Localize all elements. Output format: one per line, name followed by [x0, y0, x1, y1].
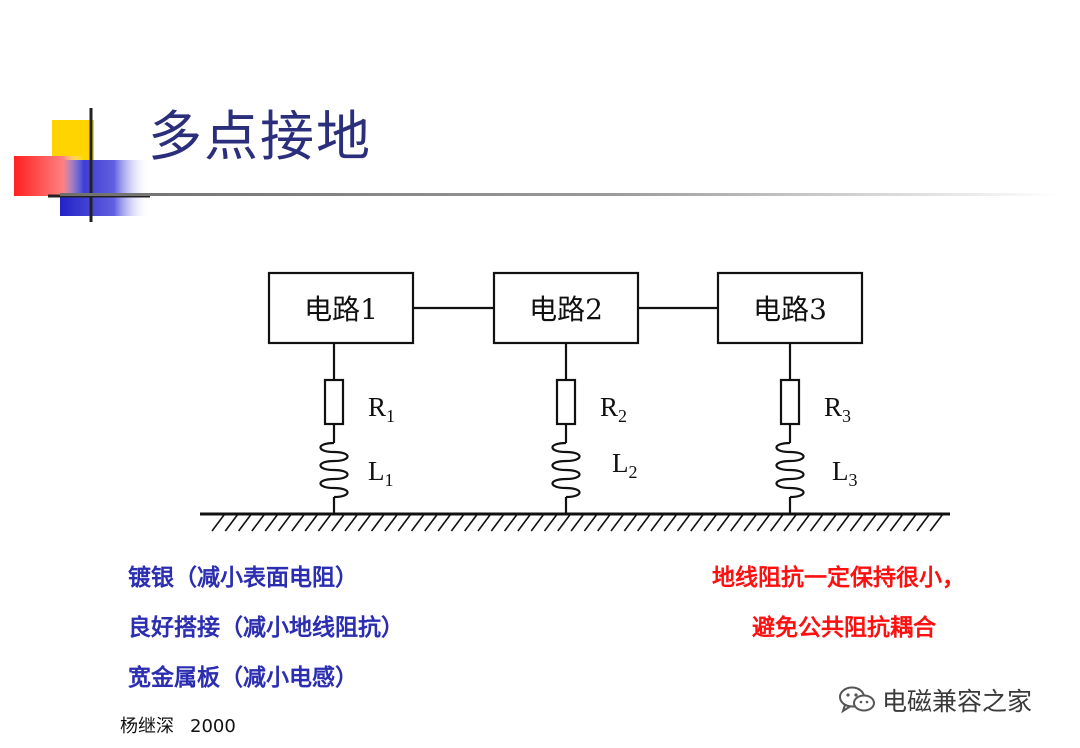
hatch-mark [769, 514, 784, 532]
hatch-mark [291, 514, 305, 532]
yellow-square [52, 120, 94, 160]
author-year: 2000 [190, 716, 236, 737]
circuit-label-2: 电路2 [529, 293, 603, 326]
hatch-mark [783, 514, 797, 532]
hatch-mark [929, 514, 943, 532]
resistor-label-3: R3 [824, 392, 852, 426]
resistor-label-1: R1 [368, 392, 396, 426]
inductor-2 [551, 441, 581, 499]
ground-hatching [211, 514, 943, 532]
title-divider [60, 193, 1060, 196]
hatch-mark [384, 514, 398, 532]
author-name: 杨继深 [120, 716, 174, 737]
hatch-mark [477, 514, 491, 532]
hatch-mark [876, 514, 890, 532]
hatch-mark [543, 514, 558, 532]
branch-2 [551, 343, 581, 514]
inductor-label-2: L2 [612, 448, 638, 482]
hatch-mark [823, 514, 837, 532]
hatch-mark [623, 514, 637, 532]
note-low-ground-impedance: 地线阻抗一定保持很小， [712, 565, 965, 591]
hatch-mark [889, 514, 903, 532]
hatch-mark [690, 514, 704, 532]
slide-title: 多点接地 [148, 105, 372, 168]
hatch-mark [583, 514, 598, 532]
corner-decoration [14, 108, 150, 222]
hatch-mark [464, 514, 478, 532]
hatch-mark [450, 514, 465, 532]
hatch-mark [849, 514, 864, 532]
watermark: 电磁兼容之家 [838, 682, 1032, 718]
watermark-text: 电磁兼容之家 [882, 687, 1033, 716]
hatch-mark [277, 514, 292, 532]
hatch-mark [597, 514, 611, 532]
resistor-2 [555, 378, 577, 426]
wechat-icon [839, 686, 875, 714]
hatch-mark [676, 514, 691, 532]
hatch-mark [211, 514, 225, 532]
hatch-mark [863, 514, 877, 532]
inductor-label-1: L1 [368, 456, 394, 490]
hatch-mark [424, 514, 438, 532]
hatch-mark [730, 514, 744, 532]
hatch-mark [410, 514, 425, 532]
inductor-label-3: L3 [832, 456, 858, 490]
hatch-mark [370, 514, 385, 532]
note-avoid-common-impedance: 避免公共阻抗耦合 [752, 615, 936, 641]
note-good-bonding: 良好搭接（减小地线阻抗） [128, 615, 404, 641]
hatch-mark [251, 514, 265, 532]
hatch-mark [796, 514, 810, 532]
hatch-mark [610, 514, 624, 532]
hatch-mark [224, 514, 238, 532]
hatch-mark [809, 514, 824, 532]
hatch-mark [317, 514, 332, 532]
circuit-label-1: 电路1 [304, 293, 378, 326]
resistor-label-2: R2 [600, 392, 628, 426]
red-square [14, 156, 84, 196]
hatch-mark [344, 514, 358, 532]
circuit-box-1 [267, 271, 415, 345]
hatch-mark [636, 514, 651, 532]
hatch-mark [663, 514, 677, 532]
hatch-mark [304, 514, 318, 532]
hatch-mark [916, 514, 930, 532]
resistor-1 [323, 378, 345, 426]
hatch-mark [743, 514, 757, 532]
hatch-mark [517, 514, 531, 532]
hatch-mark [503, 514, 518, 532]
hatch-mark [703, 514, 717, 532]
note-silver-plating: 镀银（减小表面电阻） [128, 565, 358, 591]
hatch-mark [716, 514, 731, 532]
hatch-mark [836, 514, 850, 532]
hatch-mark [902, 514, 917, 532]
branch-3 [775, 343, 805, 514]
hatch-mark [397, 514, 411, 532]
resistor-3 [779, 378, 801, 426]
hatch-mark [490, 514, 504, 532]
hatch-mark [530, 514, 544, 532]
inductor-3 [775, 441, 805, 499]
note-wide-metal-plate: 宽金属板（减小电感） [128, 665, 358, 691]
hatch-mark [331, 514, 345, 532]
hatch-mark [237, 514, 252, 532]
circuit-label-3: 电路3 [753, 293, 827, 326]
hatch-mark [557, 514, 571, 532]
hatch-mark [264, 514, 278, 532]
hatch-mark [756, 514, 770, 532]
hatch-mark [650, 514, 664, 532]
branch-1 [319, 343, 349, 514]
hatch-mark [357, 514, 371, 532]
hatch-mark [437, 514, 451, 532]
multipoint-ground-diagram [200, 271, 950, 532]
hatch-mark [570, 514, 584, 532]
author-credit: 杨继深 2000 [120, 712, 236, 738]
inductor-1 [319, 441, 349, 499]
